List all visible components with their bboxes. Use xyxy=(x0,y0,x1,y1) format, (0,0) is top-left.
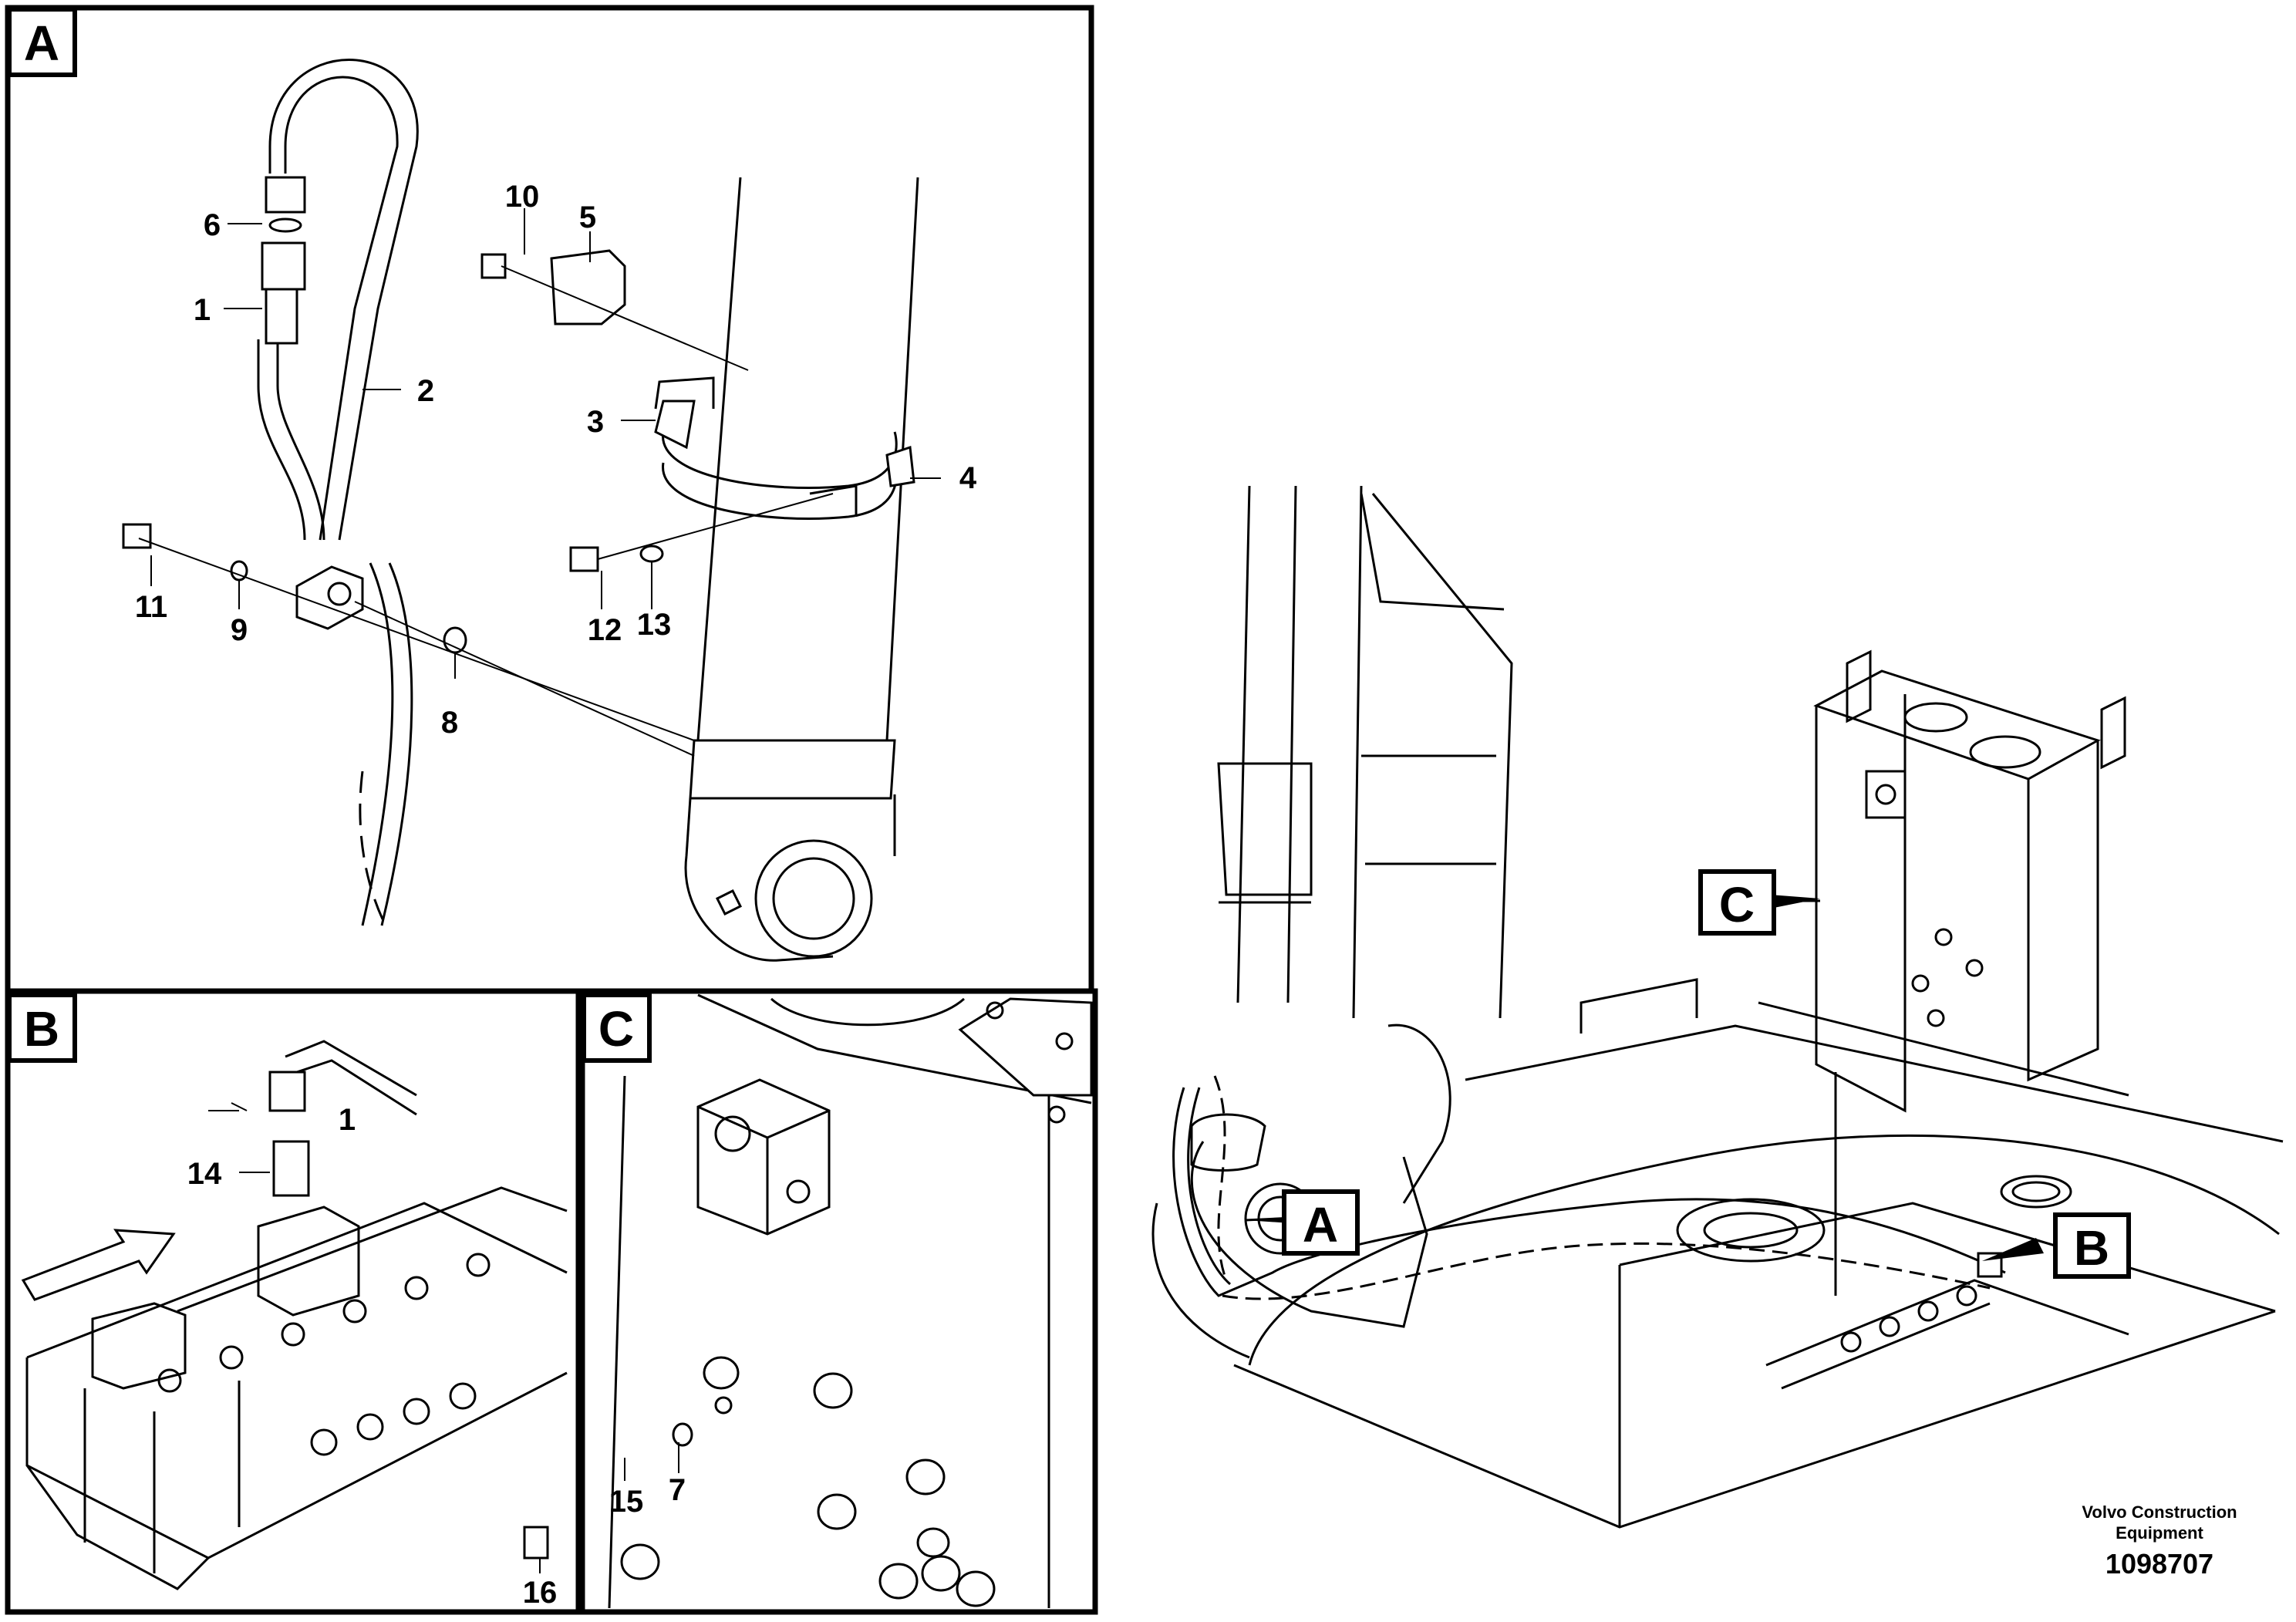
panel-c-tag-box xyxy=(582,993,652,1063)
hydraulic-tank-side xyxy=(608,993,1093,1609)
label-1-b: 1 xyxy=(339,1103,356,1137)
label-16: 16 xyxy=(523,1576,558,1610)
label-11: 11 xyxy=(135,590,167,624)
callout-a: A xyxy=(1245,1189,1360,1256)
label-7: 7 xyxy=(669,1473,686,1507)
brand-line-1: Volvo Construction xyxy=(2082,1502,2237,1522)
boom-cylinder xyxy=(684,177,919,962)
label-10: 10 xyxy=(505,180,540,214)
label-14: 14 xyxy=(187,1157,222,1191)
callout-a-tag: A xyxy=(1303,1197,1338,1253)
brand-line-2: Equipment xyxy=(2116,1523,2203,1543)
label-15: 15 xyxy=(609,1485,644,1519)
control-valve-block xyxy=(21,1040,568,1590)
callout-b-tag: B xyxy=(2074,1220,2109,1276)
panel-a: A xyxy=(5,5,1094,994)
label-12: 12 xyxy=(588,613,622,647)
panel-a-tag-box xyxy=(7,7,77,77)
leader-lines-a xyxy=(138,208,941,757)
label-9: 9 xyxy=(231,613,248,647)
doc-number: 1098707 xyxy=(2106,1548,2213,1580)
label-5: 5 xyxy=(579,201,596,234)
label-2: 2 xyxy=(417,374,434,408)
panel-c-tag: C xyxy=(598,1001,634,1057)
callout-a-box xyxy=(1282,1189,1360,1256)
callout-c-tag: C xyxy=(1719,877,1755,932)
label-6: 6 xyxy=(204,208,221,242)
callout-b: B xyxy=(1982,1212,2131,1279)
clamp-parts xyxy=(122,249,915,654)
panel-b: B 1 xyxy=(5,988,582,1615)
label-1: 1 xyxy=(194,293,211,327)
label-8: 8 xyxy=(441,706,458,740)
panel-c: C 15 7 xyxy=(579,988,1098,1615)
callout-c-box xyxy=(1698,869,1776,936)
label-13: 13 xyxy=(637,608,672,642)
callout-c: C xyxy=(1698,869,1820,936)
panel-b-tag-box xyxy=(7,993,77,1063)
label-3: 3 xyxy=(587,405,604,439)
callout-b-box xyxy=(2053,1212,2131,1279)
machine-overview xyxy=(1151,485,2284,1529)
panel-a-tag: A xyxy=(24,15,59,71)
label-4: 4 xyxy=(959,461,977,495)
panel-b-tag: B xyxy=(24,1001,59,1057)
